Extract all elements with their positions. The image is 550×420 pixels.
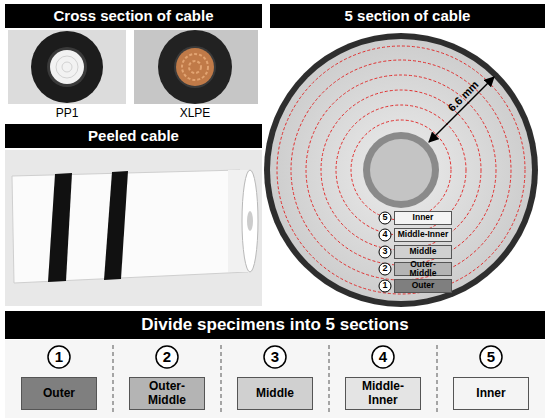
node-text: 2 bbox=[163, 349, 171, 366]
node-text: 5 section of cable bbox=[345, 8, 471, 25]
strand-ring bbox=[189, 61, 201, 73]
node-text: Outer bbox=[412, 281, 435, 290]
node-text: Peeled cable bbox=[88, 128, 179, 145]
conductor bbox=[176, 48, 214, 86]
section-key-box: Inner bbox=[394, 211, 452, 225]
node-text: Inner bbox=[476, 387, 505, 400]
circle-shape bbox=[372, 346, 394, 368]
strand-ring bbox=[62, 62, 72, 72]
roll-end bbox=[242, 170, 258, 272]
cable-sheath bbox=[158, 30, 232, 104]
node-text: 5 bbox=[487, 349, 495, 366]
circle-shape bbox=[379, 263, 391, 275]
header-bar: Peeled cable bbox=[5, 124, 262, 148]
peeled-sheet bbox=[12, 170, 248, 283]
node-text: Middle-Inner bbox=[348, 380, 418, 406]
section-box: Inner bbox=[453, 377, 529, 410]
callout-number: 4 bbox=[371, 345, 395, 369]
node-text: Middle bbox=[256, 387, 294, 400]
section-key-box: Outer-Middle bbox=[394, 262, 452, 276]
insulation bbox=[270, 39, 532, 301]
node-text: 1 bbox=[382, 281, 387, 291]
semicon-layer bbox=[47, 47, 87, 87]
callout-number: 2 bbox=[378, 262, 392, 276]
section-box: Middle-Inner bbox=[345, 377, 421, 410]
node-text: Middle-Inner bbox=[398, 230, 449, 239]
section-box: Middle bbox=[237, 377, 313, 410]
header-bar: Cross section of cable bbox=[5, 4, 262, 28]
black-stripe bbox=[48, 173, 72, 282]
callout-number: 1 bbox=[378, 279, 392, 293]
circle-shape bbox=[264, 346, 286, 368]
node-text: Outer-Middle bbox=[132, 380, 202, 406]
callout-number: 5 bbox=[378, 211, 392, 225]
callout-number: 1 bbox=[47, 345, 71, 369]
circle-shape bbox=[379, 229, 391, 241]
section-box: Outer bbox=[21, 377, 97, 410]
section-key-box: Middle bbox=[394, 245, 452, 259]
node-text: 4 bbox=[379, 349, 387, 366]
outer-sheath bbox=[264, 33, 538, 307]
photo-bg bbox=[134, 30, 258, 104]
photo-bg bbox=[5, 150, 262, 306]
node-text: 4 bbox=[382, 230, 387, 240]
section-key-box: Middle-Inner bbox=[394, 228, 452, 242]
separator bbox=[437, 345, 438, 415]
section-boundary bbox=[306, 75, 496, 265]
callout-number: 2 bbox=[155, 345, 179, 369]
callout-number: 3 bbox=[378, 245, 392, 259]
sample-label: PP1 bbox=[27, 105, 107, 121]
circle-shape bbox=[379, 212, 391, 224]
node-text: 2 bbox=[382, 264, 387, 274]
circle-shape bbox=[48, 346, 70, 368]
section-strip bbox=[5, 340, 545, 418]
cable-sheath bbox=[31, 31, 103, 103]
circle-shape bbox=[480, 346, 502, 368]
section-box: Outer-Middle bbox=[129, 377, 205, 410]
section-boundary bbox=[277, 46, 525, 294]
separator bbox=[221, 345, 222, 415]
roll-core bbox=[247, 211, 253, 231]
semicon-layer bbox=[174, 46, 216, 88]
circle-shape bbox=[379, 246, 391, 258]
conductor bbox=[370, 139, 432, 201]
callout-number: 4 bbox=[378, 228, 392, 242]
separator bbox=[329, 345, 330, 415]
photo-bg bbox=[8, 30, 126, 104]
strand-ring bbox=[56, 56, 78, 78]
header-bar: Divide specimens into 5 sections bbox=[5, 311, 545, 339]
section-key-box: Outer bbox=[394, 279, 452, 293]
node-text: 3 bbox=[382, 247, 387, 257]
sample-label: XLPE bbox=[155, 105, 235, 121]
cable-section bbox=[264, 33, 538, 307]
inner-semicon bbox=[363, 132, 439, 208]
node-text: Inner bbox=[413, 213, 434, 222]
node-text: Divide specimens into 5 sections bbox=[141, 316, 408, 335]
peeled-photo bbox=[5, 150, 262, 306]
node-text: Middle bbox=[410, 247, 437, 256]
node-text: Outer bbox=[43, 387, 75, 400]
conductor bbox=[50, 50, 84, 84]
node-text: Cross section of cable bbox=[53, 8, 213, 25]
callout-number: 5 bbox=[479, 345, 503, 369]
strand-ring bbox=[182, 54, 208, 80]
separator bbox=[113, 345, 114, 415]
node-text: 5 bbox=[382, 213, 387, 223]
section-boundary bbox=[291, 60, 511, 280]
node-text: 3 bbox=[271, 349, 279, 366]
black-stripe bbox=[104, 171, 128, 280]
xlpe-photo bbox=[134, 30, 258, 104]
node-text: 1 bbox=[55, 349, 63, 366]
node-text: Outer-Middle bbox=[397, 260, 449, 279]
pp1-photo bbox=[8, 30, 126, 104]
callout-number: 3 bbox=[263, 345, 287, 369]
header-bar: 5 section of cable bbox=[270, 4, 545, 28]
circle-shape bbox=[156, 346, 178, 368]
circle-shape bbox=[379, 280, 391, 292]
